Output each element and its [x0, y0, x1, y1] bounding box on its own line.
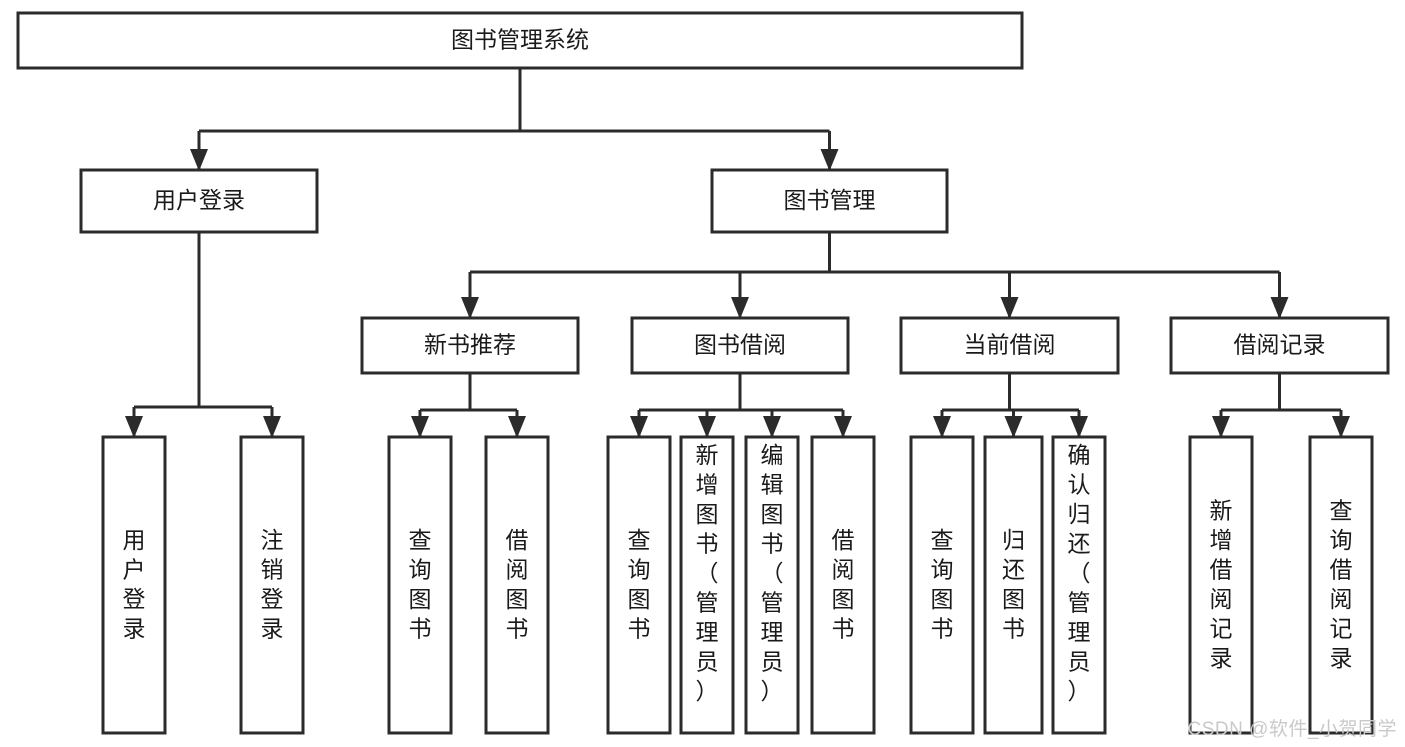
edge-arrowhead: [1332, 416, 1350, 438]
node-label: 查询图书: [931, 527, 954, 642]
node-user-login[interactable]: 用户登录: [79, 168, 319, 234]
edges-layer: [125, 68, 1350, 438]
edge-arrowhead: [834, 416, 852, 438]
edge-arrowhead: [820, 149, 839, 171]
node-leaf-query-record[interactable]: 查询借阅记录: [1308, 435, 1374, 735]
node-box[interactable]: [1308, 435, 1374, 735]
node-current-borrow[interactable]: 当前借阅: [899, 316, 1120, 375]
edge-arrowhead: [411, 416, 429, 438]
node-leaf-logout[interactable]: 注销登录: [239, 435, 305, 735]
node-label: 新书推荐: [424, 332, 516, 358]
node-box[interactable]: [710, 168, 949, 234]
node-label: 编辑图书（管理员）: [761, 442, 784, 704]
node-borrow-record[interactable]: 借阅记录: [1169, 316, 1390, 375]
node-leaf-user-login[interactable]: 用户登录: [101, 435, 167, 735]
edge-arrowhead: [731, 297, 749, 319]
node-box[interactable]: [239, 435, 305, 735]
nodes-layer: 图书管理系统用户登录图书管理新书推荐图书借阅当前借阅借阅记录用户登录注销登录查询…: [16, 11, 1390, 735]
edge-arrowhead: [1212, 416, 1230, 438]
node-leaf-confirm-return[interactable]: 确认归还（管理员）: [1051, 435, 1107, 735]
node-box[interactable]: [606, 435, 672, 735]
node-label: 确认归还（管理员）: [1068, 442, 1091, 704]
node-leaf-query-book-3[interactable]: 查询图书: [909, 435, 975, 735]
edge-arrowhead: [461, 297, 479, 319]
edge-arrowhead: [698, 416, 716, 438]
node-box[interactable]: [1188, 435, 1254, 735]
edge-group: [461, 232, 1289, 319]
edge-arrowhead: [1004, 416, 1023, 438]
node-leaf-return-book[interactable]: 归还图书: [983, 435, 1044, 735]
node-box[interactable]: [983, 435, 1044, 735]
node-book-manage[interactable]: 图书管理: [710, 168, 949, 234]
node-root-图书管理系统[interactable]: 图书管理系统: [16, 11, 1024, 70]
node-leaf-edit-book[interactable]: 编辑图书（管理员）: [744, 435, 800, 735]
edge-arrowhead: [263, 416, 281, 438]
node-leaf-query-book-2[interactable]: 查询图书: [606, 435, 672, 735]
node-box[interactable]: [16, 11, 1024, 70]
edge-arrowhead: [763, 416, 781, 438]
node-box[interactable]: [909, 435, 975, 735]
node-label: 借阅记录: [1234, 332, 1326, 358]
node-label: 查询图书: [409, 527, 432, 642]
edge-group: [411, 373, 526, 438]
node-box[interactable]: [101, 435, 167, 735]
node-label: 用户登录: [153, 187, 245, 213]
edge-arrowhead: [933, 416, 951, 438]
edge-arrowhead: [1270, 297, 1289, 319]
node-label: 借阅图书: [832, 527, 855, 642]
node-box[interactable]: [744, 435, 800, 735]
node-book-borrow[interactable]: 图书借阅: [630, 316, 850, 375]
node-box[interactable]: [679, 435, 735, 735]
node-label: 注销登录: [261, 527, 284, 642]
edge-arrowhead: [1000, 297, 1019, 319]
node-label: 图书管理系统: [451, 27, 589, 53]
edge-arrowhead: [190, 149, 208, 171]
node-label: 用户登录: [123, 527, 146, 642]
node-box[interactable]: [1051, 435, 1107, 735]
node-box[interactable]: [899, 316, 1120, 375]
node-leaf-borrow-book-2[interactable]: 借阅图书: [810, 435, 876, 735]
node-box[interactable]: [1169, 316, 1390, 375]
edge-arrowhead: [630, 416, 648, 438]
edge-arrowhead: [508, 416, 526, 438]
edge-arrowhead: [1070, 416, 1088, 438]
node-label: 图书借阅: [694, 332, 786, 358]
node-leaf-query-book-1[interactable]: 查询图书: [387, 435, 453, 735]
node-leaf-add-record[interactable]: 新增借阅记录: [1188, 435, 1254, 735]
edge-group: [1212, 373, 1350, 438]
edge-group: [933, 373, 1088, 438]
node-box[interactable]: [79, 168, 319, 234]
node-label: 图书管理: [784, 187, 876, 213]
node-box[interactable]: [630, 316, 850, 375]
node-box[interactable]: [810, 435, 876, 735]
node-label: 当前借阅: [964, 332, 1056, 358]
node-label: 新增图书（管理员）: [696, 442, 719, 704]
node-label: 查询图书: [628, 527, 651, 642]
node-label: 新增借阅记录: [1210, 498, 1233, 672]
node-box[interactable]: [484, 435, 550, 735]
edge-group: [630, 373, 852, 438]
edge-group: [125, 232, 281, 438]
edge-group: [190, 68, 839, 171]
node-new-book-rec[interactable]: 新书推荐: [360, 316, 580, 375]
node-leaf-borrow-book-1[interactable]: 借阅图书: [484, 435, 550, 735]
node-box[interactable]: [387, 435, 453, 735]
node-leaf-add-book[interactable]: 新增图书（管理员）: [679, 435, 735, 735]
node-label: 借阅图书: [506, 527, 529, 642]
node-label: 归还图书: [1002, 527, 1025, 642]
node-box[interactable]: [360, 316, 580, 375]
node-label: 查询借阅记录: [1330, 498, 1353, 672]
edge-arrowhead: [125, 416, 143, 438]
